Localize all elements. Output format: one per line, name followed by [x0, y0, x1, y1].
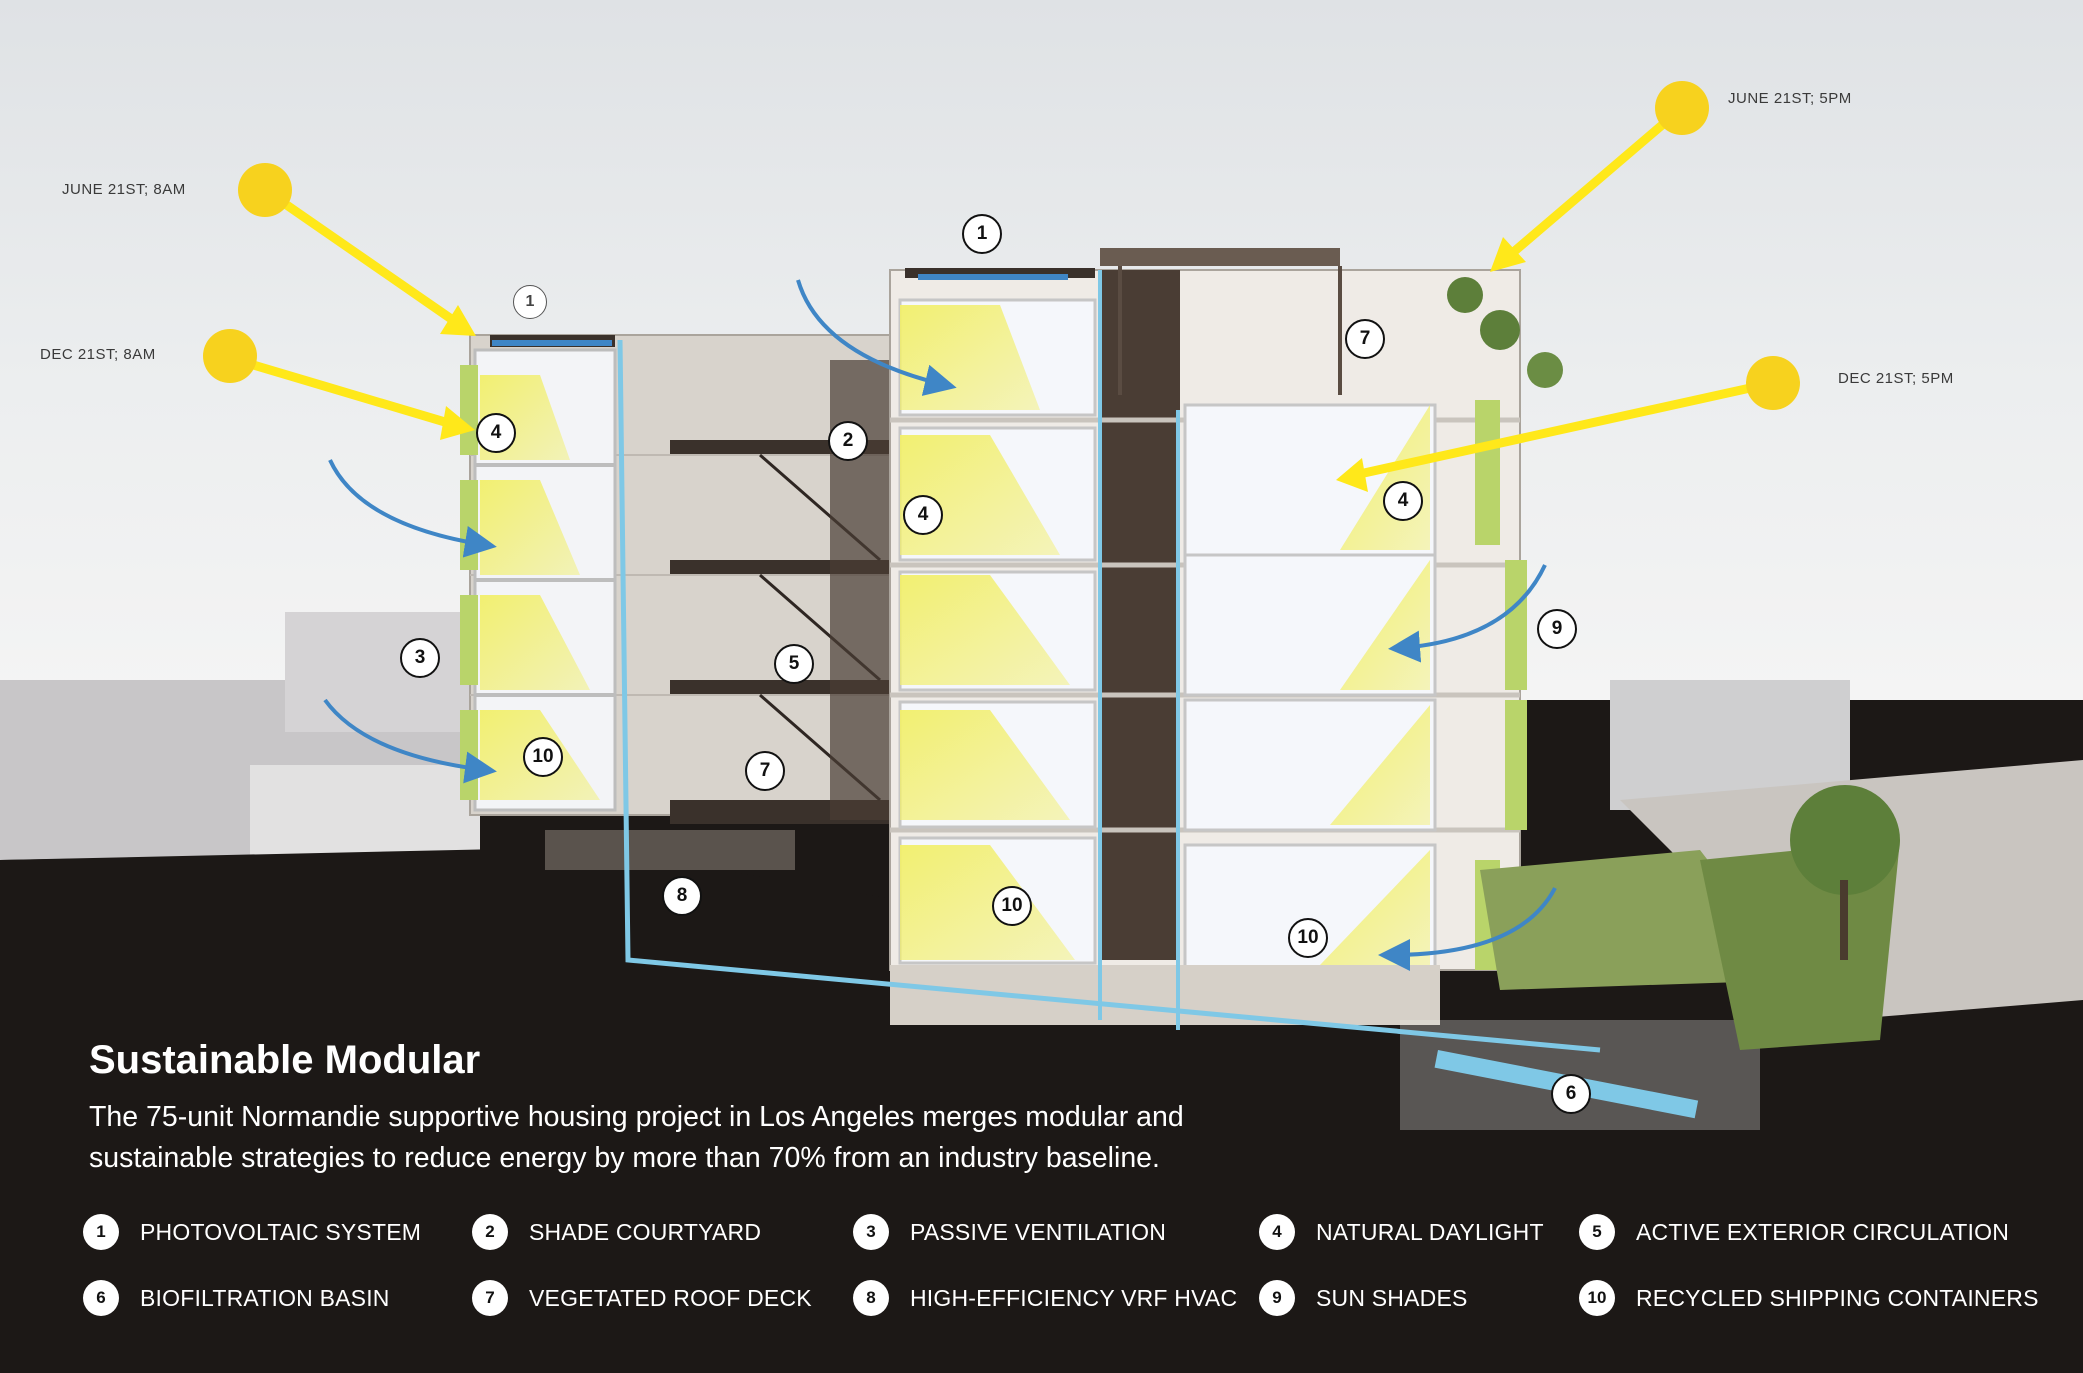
sun-icon: [1655, 81, 1709, 135]
legend-number: 7: [472, 1280, 508, 1316]
vrf-line: [617, 339, 1601, 1053]
sun-icon: [203, 329, 257, 383]
sun-ray-arrowhead: [440, 406, 475, 440]
sun-icon: [238, 163, 292, 217]
legend-item-shade-courtyard: 2 SHADE COURTYARD: [472, 1214, 761, 1250]
background-building: [285, 612, 470, 732]
left-wing: [460, 334, 901, 870]
callout-roof-deck-lower: 7: [745, 751, 785, 791]
legend-item-passive-ventilation: 3 PASSIVE VENTILATION: [853, 1214, 1166, 1250]
legend-number: 6: [83, 1280, 119, 1316]
main-building: [889, 248, 1760, 1130]
callout-photovoltaic-main: 1: [962, 214, 1002, 254]
legend-number: 5: [1579, 1214, 1615, 1250]
diagram-description: The 75-unit Normandie supportive housing…: [89, 1101, 1184, 1174]
legend-item-exterior-circulation: 5 ACTIVE EXTERIOR CIRCULATION: [1579, 1214, 2009, 1250]
airflow-arrows: [323, 279, 1557, 971]
callout-passive-ventilation: 3: [400, 638, 440, 678]
legend-item-roof-deck: 7 VEGETATED ROOF DECK: [472, 1280, 812, 1316]
legend-number: 2: [472, 1214, 508, 1250]
legend-label: PHOTOVOLTAIC SYSTEM: [140, 1218, 422, 1245]
callout-sun-shades: 9: [1537, 609, 1577, 649]
ground-left: [0, 846, 640, 1000]
diagram-title: Sustainable Modular: [89, 1038, 481, 1082]
legend-number: 4: [1259, 1214, 1295, 1250]
legend-label: PASSIVE VENTILATION: [910, 1218, 1167, 1245]
sun-rays: [225, 103, 1778, 480]
legend-item-vrf-hvac: 8 HIGH-EFFICIENCY VRF HVAC: [853, 1280, 1237, 1316]
legend-number: 1: [83, 1214, 119, 1250]
legend-item-photovoltaic: 1 PHOTOVOLTAIC SYSTEM: [83, 1214, 421, 1250]
callout-daylight-center: 4: [903, 495, 943, 535]
legend-item-biofiltration: 6 BIOFILTRATION BASIN: [83, 1280, 390, 1316]
sun-ray-arrowhead: [1336, 458, 1368, 492]
legend-number: 3: [853, 1214, 889, 1250]
legend-number: 10: [1579, 1280, 1615, 1316]
sun-ray-arrowhead: [1490, 237, 1526, 272]
legend-label: HIGH-EFFICIENCY VRF HVAC: [910, 1284, 1238, 1311]
callout-roof-deck-upper: 7: [1345, 319, 1385, 359]
callout-daylight-left: 4: [476, 413, 516, 453]
legend-number: 8: [853, 1280, 889, 1316]
callout-containers-center: 10: [992, 886, 1032, 926]
legend-item-natural-daylight: 4 NATURAL DAYLIGHT: [1259, 1214, 1544, 1250]
sun-label-dec-pm: DEC 21ST; 5PM: [1838, 370, 1954, 387]
sun-icon: [1746, 356, 1800, 410]
callout-daylight-right: 4: [1383, 481, 1423, 521]
legend-label: SHADE COURTYARD: [529, 1218, 762, 1245]
legend-label: VEGETATED ROOF DECK: [529, 1284, 812, 1311]
sun-label-june-am: JUNE 21ST; 8AM: [62, 181, 186, 198]
callout-containers-left: 10: [523, 737, 563, 777]
legend-number: 9: [1259, 1280, 1295, 1316]
callout-exterior-circulation: 5: [774, 644, 814, 684]
landscape: [1480, 785, 1900, 1050]
sun-label-dec-am: DEC 21ST; 8AM: [40, 346, 156, 363]
callout-photovoltaic-left: 1: [513, 285, 547, 319]
sun-label-june-pm: JUNE 21ST; 5PM: [1728, 90, 1852, 107]
legend-label: ACTIVE EXTERIOR CIRCULATION: [1636, 1218, 2010, 1245]
legend-item-shipping-containers: 10 RECYCLED SHIPPING CONTAINERS: [1579, 1280, 2039, 1316]
legend-label: NATURAL DAYLIGHT: [1316, 1218, 1544, 1245]
callout-biofiltration: 6: [1551, 1074, 1591, 1114]
callout-shade-courtyard: 2: [828, 421, 868, 461]
legend-label: SUN SHADES: [1316, 1284, 1468, 1311]
callout-containers-right: 10: [1288, 918, 1328, 958]
legend-item-sun-shades: 9 SUN SHADES: [1259, 1280, 1468, 1316]
legend-label: BIOFILTRATION BASIN: [140, 1284, 390, 1311]
legend-label: RECYCLED SHIPPING CONTAINERS: [1636, 1284, 2039, 1311]
callout-vrf-hvac: 8: [662, 876, 702, 916]
sun-ray-arrowhead: [440, 305, 476, 336]
